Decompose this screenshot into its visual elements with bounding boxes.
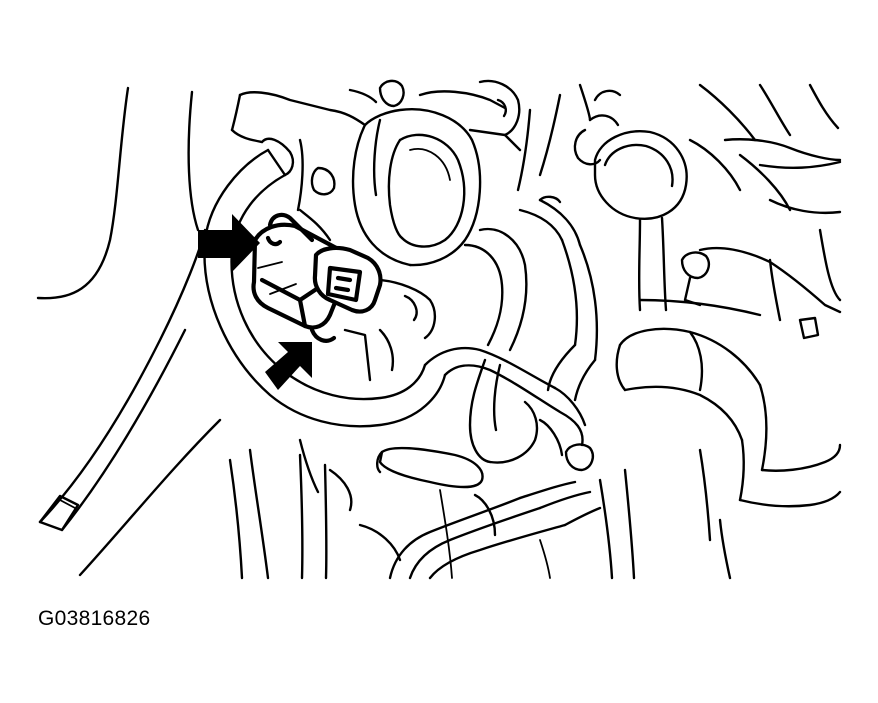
arrow-upper (198, 214, 260, 272)
lower-fittings (228, 438, 594, 580)
intake-air-sensor (251, 212, 383, 343)
right-hose (518, 195, 599, 402)
center-hose (423, 227, 587, 464)
intake-tube (351, 108, 482, 267)
center-guides (298, 453, 551, 580)
arrow-lower (265, 342, 312, 390)
figure-code: G03816826 (38, 607, 151, 630)
throttle-body (230, 79, 522, 382)
left-frame (36, 86, 222, 577)
right-pipes (615, 327, 842, 580)
bottom-pipes (388, 468, 636, 580)
upper-right (516, 83, 842, 340)
